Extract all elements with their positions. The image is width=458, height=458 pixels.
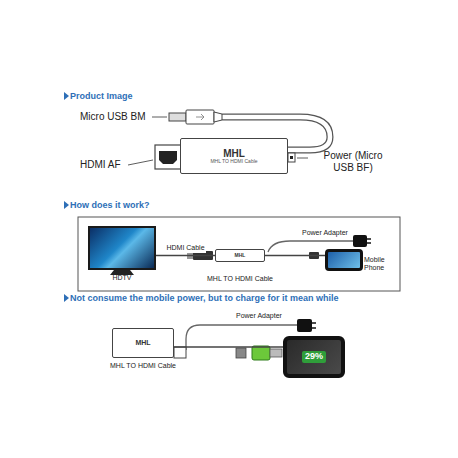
hdmi-port — [155, 145, 181, 169]
cable-label: HDMI Cable — [165, 244, 205, 252]
cable-connector — [174, 346, 283, 348]
node-body: 29% — [287, 340, 341, 374]
leader-line — [152, 117, 167, 118]
device-label: Mobile Phone — [364, 256, 396, 271]
adapter-box: MHLMHL TO HDMI Cable — [112, 328, 174, 358]
plug-tip — [270, 349, 282, 357]
adapter-box: MHLMHL TO HDMI Cable — [215, 249, 265, 262]
node-body: MHLMHL TO HDMI Cable — [181, 139, 287, 173]
prong — [367, 242, 371, 244]
cable-connector — [156, 255, 215, 257]
plug — [236, 348, 246, 358]
green-plug — [252, 346, 270, 360]
marker — [64, 201, 69, 209]
node-body: MHL — [216, 250, 264, 261]
logo-text: MHL — [135, 339, 150, 347]
prong — [312, 322, 316, 324]
power-port — [288, 153, 295, 162]
leader-line — [297, 158, 308, 159]
usb-symbol — [196, 114, 204, 120]
leader-line — [128, 160, 153, 165]
part-label: Power Adapter — [236, 312, 282, 320]
frame — [78, 217, 400, 291]
marker — [64, 92, 69, 100]
mobile-phone: Mobile Phone — [325, 249, 363, 271]
strain-relief — [214, 112, 222, 122]
section-heading: How does it work? — [70, 200, 150, 210]
usb-plug — [186, 110, 214, 124]
device-label: MHL TO HDMI Cable — [110, 362, 176, 370]
part-label: Power Adapter — [302, 229, 348, 237]
usb-tip — [169, 113, 186, 121]
prong — [312, 327, 316, 329]
device-label: MHL TO HDMI Cable — [207, 275, 273, 283]
hdmi-socket — [159, 151, 177, 164]
power-socket — [290, 156, 293, 159]
cable-connector — [265, 255, 325, 257]
marker — [64, 294, 69, 302]
node-body: MHL — [113, 329, 173, 357]
tv-screen: HDTV — [88, 226, 156, 270]
section-markers — [64, 92, 69, 302]
battery-text: 29% — [302, 351, 326, 363]
prong — [367, 238, 371, 240]
part-label: HDMI AF — [80, 159, 121, 171]
section-heading: Product Image — [70, 91, 133, 101]
plug — [174, 347, 186, 358]
logo-text: MHL — [235, 253, 246, 259]
device-label: HDTV — [112, 274, 131, 282]
part-label: Power (Micro USB BF) — [312, 150, 394, 173]
power-adapter — [297, 319, 312, 332]
node-body — [328, 252, 360, 268]
logo-text: MHL — [223, 148, 245, 159]
mobile-phone: 29% — [283, 336, 345, 378]
product-text: MHL TO HDMI Cable — [210, 159, 257, 165]
node-body — [90, 228, 154, 268]
part-label: Micro USB BM — [80, 111, 146, 123]
adapter-box: MHLMHL TO HDMI Cable — [180, 138, 288, 174]
power-adapter — [353, 235, 367, 247]
section-heading: Not consume the mobile power, but to cha… — [70, 293, 339, 303]
